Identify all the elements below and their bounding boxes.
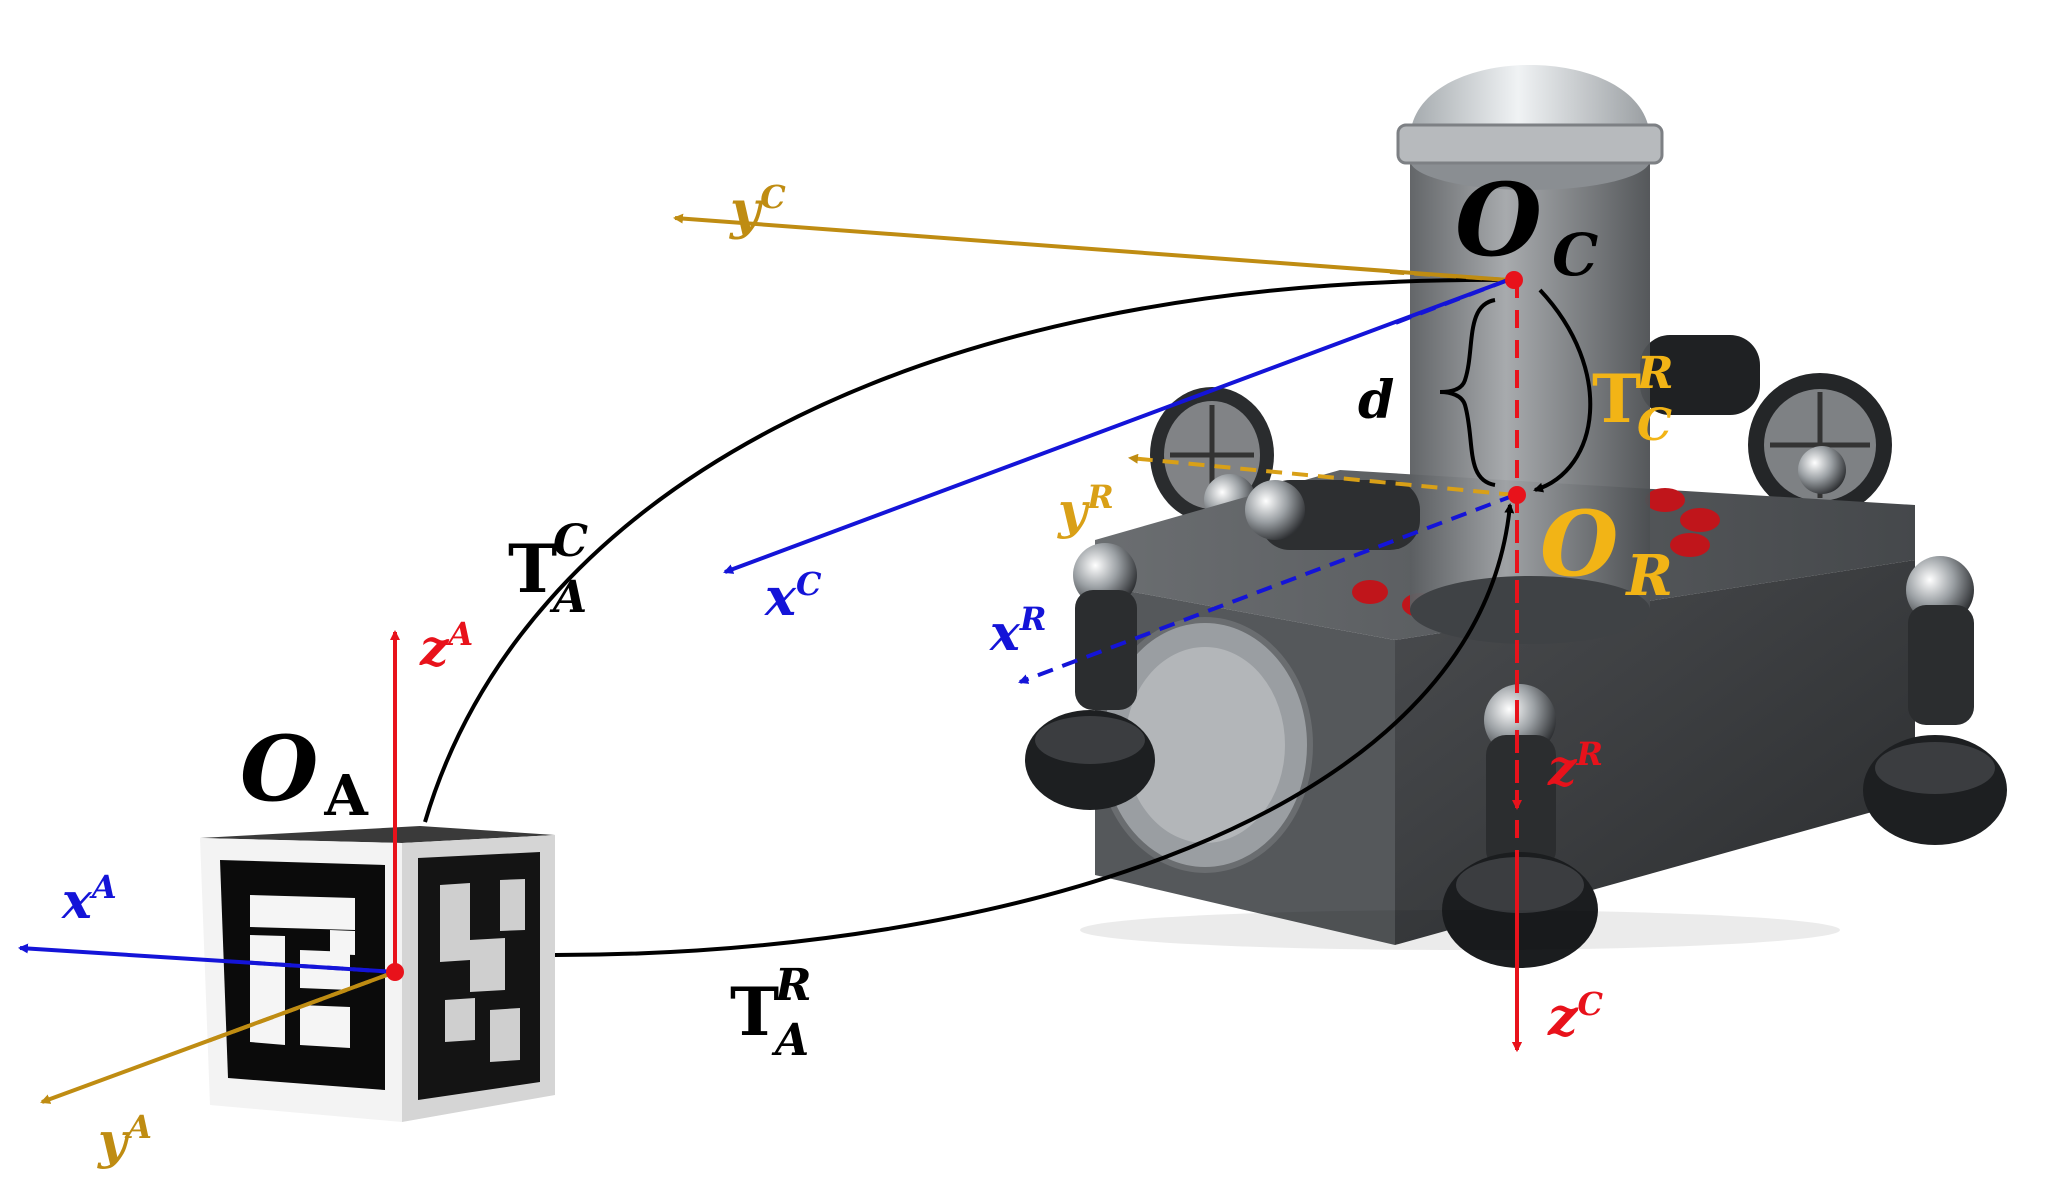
origin-o-c (1505, 271, 1523, 289)
label-axis-zR: zR (1547, 735, 1603, 797)
robot-frame-axes (1018, 453, 1526, 810)
svg-text:C: C (553, 516, 588, 567)
svg-text:R: R (1635, 348, 1674, 399)
label-axis-yA: yA (97, 1108, 152, 1170)
label-axis-xC: xC (764, 565, 822, 628)
svg-text:T: T (730, 973, 779, 1051)
svg-text:A: A (549, 572, 587, 623)
thruster-front-left (1025, 543, 1155, 810)
label-d: d (1358, 370, 1394, 431)
svg-text:R: R (773, 960, 812, 1011)
thruster-front-center (1442, 684, 1598, 968)
brace-d (1439, 298, 1496, 487)
aruco-frame-axes (18, 630, 404, 1104)
origin-o-r (1508, 486, 1526, 504)
label-axis-xA: xA (61, 868, 117, 930)
label-axis-zA: zA (419, 615, 473, 677)
svg-text:T: T (1592, 360, 1641, 438)
svg-text:A: A (771, 1015, 809, 1066)
aruco-marker-cube (200, 826, 555, 1122)
label-axis-xR: xR (989, 600, 1046, 662)
arc-t-ra (554, 503, 1515, 957)
axis-xR (1018, 493, 1516, 684)
label-axis-yR: yR (1057, 478, 1114, 540)
label-t-ra: T R A (730, 960, 812, 1066)
axis-yC (673, 213, 1509, 282)
thruster-front-right (1863, 556, 2007, 845)
svg-text:C: C (1637, 400, 1672, 451)
label-t-ca: T C A (508, 516, 588, 623)
label-axis-zC: zC (1547, 985, 1604, 1048)
label-axis-yC: yC (729, 178, 786, 241)
arc-t-rc (1533, 288, 1593, 493)
svg-text:T: T (508, 530, 557, 608)
origin-o-a (386, 963, 404, 981)
label-t-rc: T R C (1592, 348, 1674, 451)
camera-frame-axes (673, 213, 1523, 1052)
transform-arcs (423, 277, 1593, 957)
axis-xC (723, 278, 1509, 574)
thruster-back-right (1748, 373, 1892, 517)
axis-yR (1128, 453, 1516, 497)
arc-t-ca (423, 277, 1511, 823)
thruster-back-left (1150, 387, 1274, 526)
